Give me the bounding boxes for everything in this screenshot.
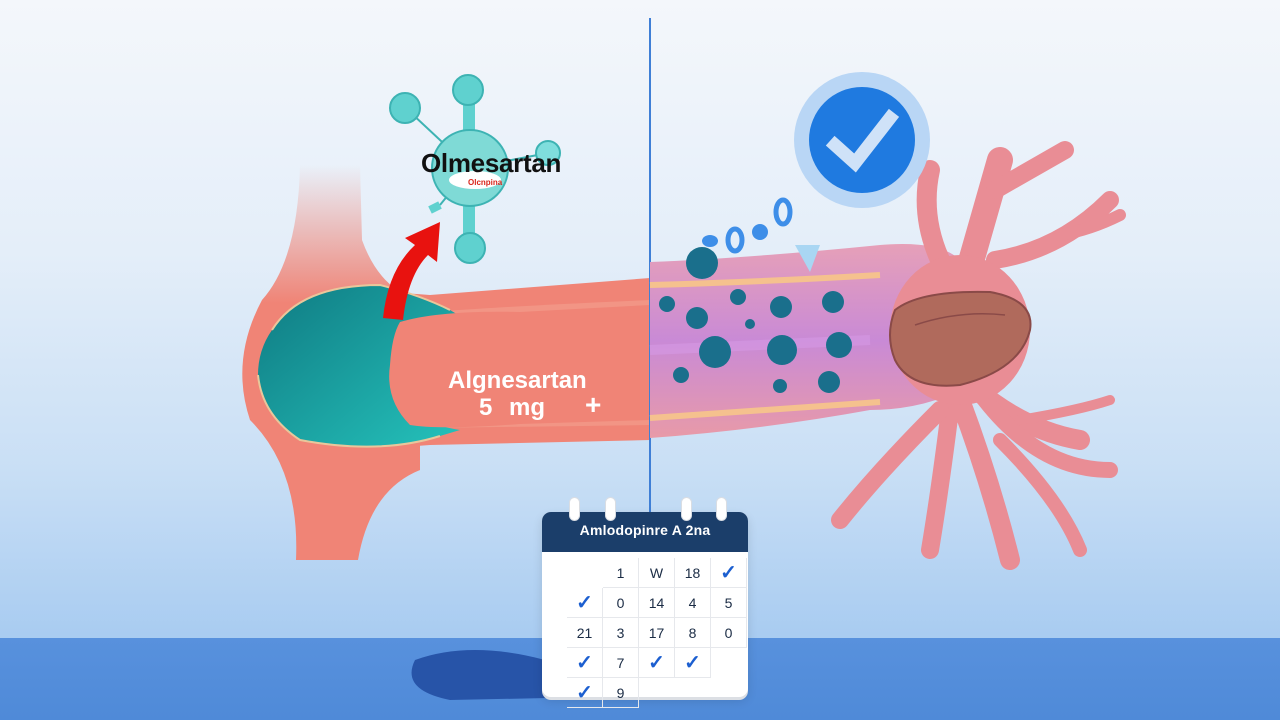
vessel-dose-label: 5 mg	[479, 394, 546, 421]
drug-particles	[659, 247, 852, 393]
calendar-day-cell: 0	[711, 618, 747, 648]
calendar-check-icon: ✓	[711, 558, 747, 588]
calendar-shadow	[411, 650, 548, 700]
calendar-day-cell: 18	[675, 558, 711, 588]
vessel-drug-label: Algnesartan	[448, 367, 587, 394]
molecule-subtitle: Olcnpina	[468, 178, 503, 187]
calendar-day-cell	[567, 558, 603, 588]
calendar-title: Amlodopinre A 2na	[579, 522, 711, 538]
calendar-day-cell	[639, 678, 675, 708]
calendar-day-cell: 0	[603, 588, 639, 618]
floating-capsules	[702, 197, 820, 272]
calendar-day-cell: 17	[639, 618, 675, 648]
calendar-check-icon: ✓	[567, 678, 603, 708]
calendar-day-cell: 21	[567, 618, 603, 648]
calendar-ring	[717, 498, 726, 520]
calendar-day-cell: W	[639, 558, 675, 588]
calendar-day-cell: 1	[603, 558, 639, 588]
calendar-check-icon: ✓	[567, 648, 603, 678]
plaque-deposit	[889, 290, 1032, 387]
calendar-day-cell: 5	[711, 588, 747, 618]
calendar-day-cell: 7	[603, 648, 639, 678]
calendar-day-cell	[675, 678, 711, 708]
calendar-check-icon: ✓	[567, 588, 603, 618]
vessel-lumen	[257, 283, 650, 448]
calendar-day-cell: 9	[603, 678, 639, 708]
calendar-ring	[606, 498, 615, 520]
calendar-day-cell	[711, 678, 747, 708]
calendar-check-icon: ✓	[639, 648, 675, 678]
calendar-ring	[682, 498, 691, 520]
calendar-day-cell	[711, 648, 747, 678]
molecule-title: Olmesartan	[421, 148, 562, 178]
checkmark-badge	[794, 72, 930, 208]
calendar-day-cell: 3	[603, 618, 639, 648]
molecule-icon	[389, 74, 561, 264]
calendar-ring	[570, 498, 579, 520]
calendar-check-icon: ✓	[675, 648, 711, 678]
calendar-day-cell: 8	[675, 618, 711, 648]
red-arrow-icon	[383, 222, 440, 320]
plus-icon: +	[585, 389, 602, 420]
calendar-day-cell: 4	[675, 588, 711, 618]
calendar-day-cell: 14	[639, 588, 675, 618]
